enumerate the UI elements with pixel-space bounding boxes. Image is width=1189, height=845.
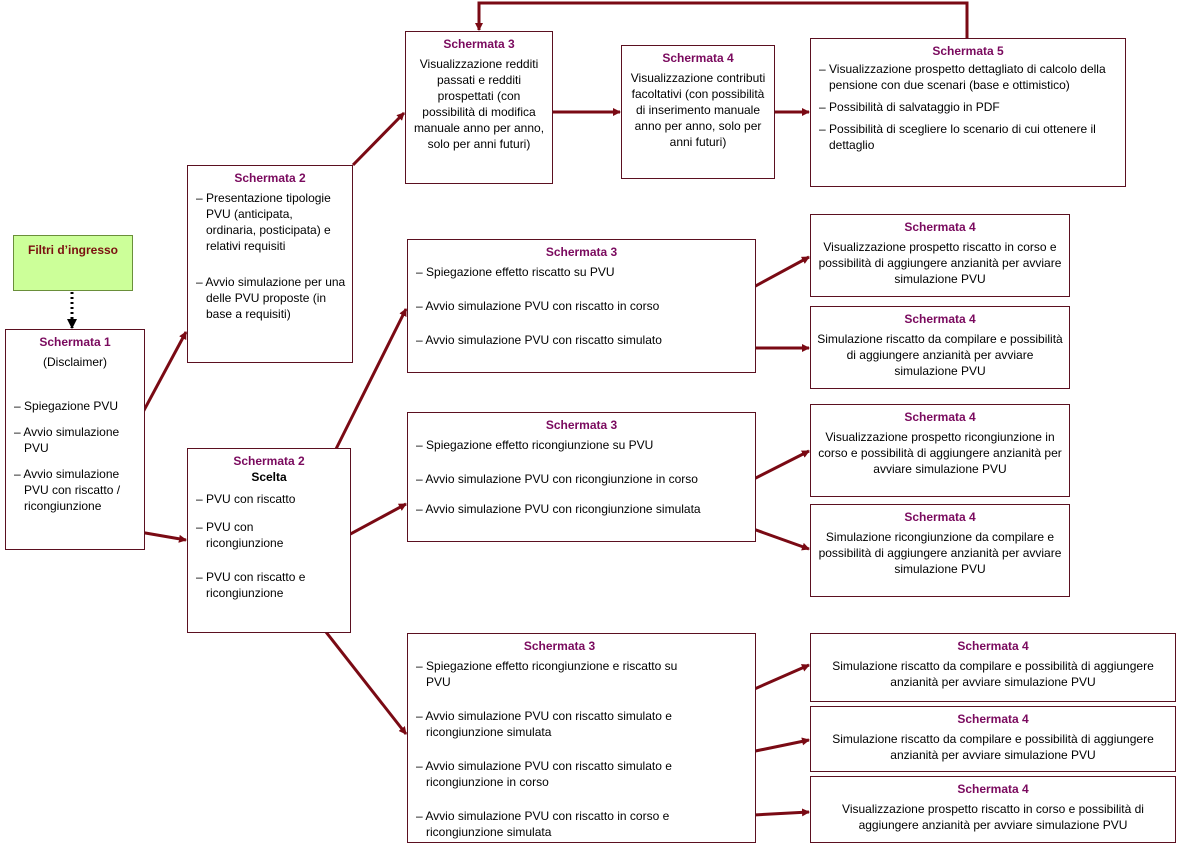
box-text: Simulazione riscatto da compilare e poss… xyxy=(832,732,1154,762)
box-title: Schermata 3 xyxy=(545,245,618,259)
list-item: Spiegazione effetto ricongiunzione e ris… xyxy=(414,658,705,690)
screen-3-riscatto-box: Schermata 3 Spiegazione effetto riscatto… xyxy=(407,239,756,373)
arrow xyxy=(351,111,406,167)
box-title: Schermata 4 xyxy=(957,712,1029,726)
list-item: Spiegazione effetto riscatto su PVU xyxy=(414,264,749,280)
box-title: Schermata 4 xyxy=(662,51,734,65)
box-title: Schermata 4 xyxy=(904,312,976,326)
box-title: Schermata 4 xyxy=(904,510,976,524)
screen-4-box: Schermata 4 Simulazione riscatto da compi… xyxy=(810,306,1070,389)
box-subtitle: Scelta xyxy=(251,470,287,484)
screen-4-contributions-box: Schermata 4 Visualizzazione contributi f… xyxy=(621,45,775,179)
arrow xyxy=(313,617,408,735)
screen-4-box: Schermata 4 Simulazione ricongiunzione da… xyxy=(810,504,1070,597)
box-text: Simulazione riscatto da compilare e poss… xyxy=(832,659,1154,689)
box-text: Visualizzazione prospetto riscatto in co… xyxy=(842,802,1144,832)
screen-3-incomes-box: Schermata 3 Visualizzazione redditi pass… xyxy=(405,31,553,184)
screen-3-combined-box: Schermata 3 Spiegazione effetto ricongiu… xyxy=(407,633,756,843)
list-item: Avvio simulazione PVU con riscatto in co… xyxy=(414,298,749,314)
screen-4-box: Schermata 4 Visualizzazione prospetto ric… xyxy=(810,404,1070,497)
screen-3-ricongiunzione-box: Schermata 3 Spiegazione effetto ricongiu… xyxy=(407,412,756,542)
box-text: Visualizzazione prospetto riscatto in co… xyxy=(818,240,1062,286)
screen-4-box: Schermata 4 Simulazione riscatto da compi… xyxy=(810,706,1176,772)
list-item: Avvio simulazione PVU con ricongiunzione… xyxy=(414,501,749,517)
screen-2-types-box: Schermata 2 Presentazione tipologie PVU … xyxy=(187,165,353,363)
list-item: Avvio simulazione PVU con riscatto in co… xyxy=(414,808,705,840)
screen-4-box: Schermata 4 Simulazione riscatto da compi… xyxy=(810,633,1176,702)
box-title: Schermata 2 xyxy=(234,171,306,185)
list-item: PVU con ricongiunzione xyxy=(194,519,344,551)
list-item: Visualizzazione prospetto dettagliato di… xyxy=(817,61,1119,93)
list-item: PVU con riscatto xyxy=(194,491,344,507)
box-title: Schermata 2 xyxy=(233,454,305,468)
box-title: Schermata 4 xyxy=(904,220,976,234)
box-title: Schermata 4 xyxy=(904,410,976,424)
list-item: Presentazione tipologie PVU (anticipata,… xyxy=(194,190,346,254)
filters-label: Filtri d’ingresso xyxy=(27,243,118,257)
box-title: Schermata 4 xyxy=(957,782,1029,796)
box-title: Schermata 3 xyxy=(523,639,596,653)
screen-4-box: Schermata 4 Visualizzazione prospetto ris… xyxy=(810,776,1176,843)
list-item: Avvio simulazione PVU con riscatto simul… xyxy=(414,332,749,348)
list-item: Spiegazione effetto ricongiunzione su PV… xyxy=(414,437,749,453)
list-item: Avvio simulazione PVU con ricongiunzione… xyxy=(414,471,749,487)
list-item: Avvio simulazione PVU con riscatto simul… xyxy=(414,708,705,740)
box-title: Schermata 3 xyxy=(443,37,515,51)
box-subtitle: (Disclaimer) xyxy=(43,355,107,369)
box-title: Schermata 5 xyxy=(932,44,1004,58)
box-text: Simulazione riscatto da compilare e poss… xyxy=(817,332,1063,378)
filters-box: Filtri d’ingresso xyxy=(13,235,133,291)
screen-2-choice-box: Schermata 2 Scelta PVU con riscatto PVU … xyxy=(187,448,351,633)
box-text: Visualizzazione prospetto ricongiunzione… xyxy=(818,430,1062,476)
list-item: Possibilità di salvataggio in PDF xyxy=(817,99,1119,115)
box-title: Schermata 3 xyxy=(545,418,618,432)
list-item: Avvio simulazione PVU xyxy=(12,424,138,456)
box-text: Visualizzazione redditi passati e reddit… xyxy=(413,57,545,151)
box-title: Schermata 4 xyxy=(957,639,1029,653)
list-item: PVU con riscatto e ricongiunzione xyxy=(194,569,344,601)
list-item: Avvio simulazione per una delle PVU prop… xyxy=(194,274,346,322)
screen-1-box: Schermata 1 (Disclaimer) Spiegazione PVU… xyxy=(5,329,145,550)
list-item: Spiegazione PVU xyxy=(12,398,138,414)
box-text: Visualizzazione contributi facoltativi (… xyxy=(630,71,766,149)
box-text: Simulazione ricongiunzione da compilare … xyxy=(818,530,1062,576)
screen-5-box: Schermata 5 Visualizzazione prospetto de… xyxy=(810,38,1126,187)
screen-4-box: Schermata 4 Visualizzazione prospetto ris… xyxy=(810,214,1070,297)
list-item: Possibilità di scegliere lo scenario di … xyxy=(817,121,1119,153)
list-item: Avvio simulazione PVU con riscatto simul… xyxy=(414,758,705,790)
box-title: Schermata 1 xyxy=(39,335,111,349)
feedback-arrow xyxy=(475,1,969,38)
list-item: Avvio simulazione PVU con riscatto / ric… xyxy=(12,466,138,514)
